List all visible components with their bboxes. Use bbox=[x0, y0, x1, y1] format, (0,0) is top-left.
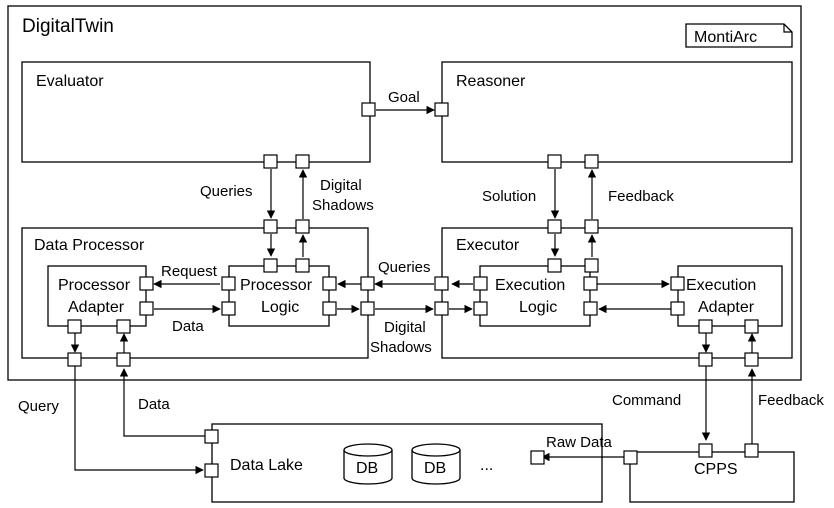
executor-feedback-port bbox=[584, 219, 599, 234]
queries-mid-label: Queries bbox=[378, 259, 431, 276]
execution-logic-label-1: Execution bbox=[495, 277, 565, 294]
logic-request-port bbox=[221, 276, 236, 291]
dp-shadows-out-port bbox=[360, 301, 375, 316]
exec-logic-out-port bbox=[583, 276, 598, 291]
exec-logic-solution-port bbox=[547, 258, 562, 273]
dp-query-port bbox=[67, 352, 82, 367]
digital-shadows-mid-label-2: Shadows bbox=[370, 339, 432, 356]
feedback-label-bottom: Feedback bbox=[758, 392, 824, 409]
data-lake-label: Data Lake bbox=[230, 457, 303, 474]
execution-logic-label-2: Logic bbox=[519, 299, 557, 316]
execution-adapter-label-1: Execution bbox=[686, 277, 756, 294]
adapter-query-port bbox=[67, 319, 82, 334]
data-processor-label: Data Processor bbox=[34, 237, 145, 254]
db-label-2: DB bbox=[424, 460, 446, 477]
executor-command-port bbox=[698, 352, 713, 367]
raw-data-label: Raw Data bbox=[546, 434, 613, 451]
reasoner-label: Reasoner bbox=[456, 73, 526, 90]
exec-adapter-out-port bbox=[670, 301, 685, 316]
reasoner-goal-port bbox=[434, 102, 449, 117]
exec-adapter-command-port bbox=[698, 319, 713, 334]
exec-logic-shadows-port bbox=[473, 301, 488, 316]
logic-data-port bbox=[221, 301, 236, 316]
dp-queries-port bbox=[263, 219, 278, 234]
executor-queries-out-port bbox=[434, 276, 449, 291]
exec-logic-feedback-port bbox=[584, 258, 599, 273]
processor-adapter-label-1: Processor bbox=[58, 277, 131, 294]
solution-label: Solution bbox=[482, 188, 536, 205]
queries-label-top: Queries bbox=[200, 183, 253, 200]
reasoner-box bbox=[441, 61, 793, 163]
cpps-box bbox=[629, 451, 795, 503]
execution-adapter-box bbox=[677, 265, 783, 327]
dp-data-port bbox=[116, 352, 131, 367]
db-cylinder-2: DB bbox=[411, 443, 461, 485]
dp-shadows-port bbox=[295, 219, 310, 234]
db-cylinder-1: DB bbox=[343, 443, 393, 485]
command-label: Command bbox=[612, 392, 681, 409]
query-connector bbox=[74, 366, 204, 475]
execution-logic-box bbox=[479, 265, 591, 327]
processor-logic-label-2: Logic bbox=[261, 299, 299, 316]
evaluator-goal-port bbox=[361, 102, 376, 117]
processor-adapter-label-2: Adapter bbox=[68, 299, 125, 316]
adapter-data-in-port bbox=[116, 319, 131, 334]
evaluator-shadows-port bbox=[295, 154, 310, 169]
exec-logic-queries-port bbox=[473, 276, 488, 291]
execution-adapter-label-2: Adapter bbox=[698, 299, 755, 316]
executor-label: Executor bbox=[456, 237, 520, 254]
ellipsis-label: ... bbox=[480, 457, 493, 474]
evaluator-label: Evaluator bbox=[36, 73, 104, 90]
evaluator-queries-port bbox=[263, 154, 278, 169]
cpps-raw-data-port bbox=[623, 450, 638, 465]
cpps-label: CPPS bbox=[694, 461, 738, 478]
adapter-request-port bbox=[139, 276, 154, 291]
digital-shadows-label-top-2: Shadows bbox=[312, 197, 374, 214]
exec-adapter-feedback-port bbox=[744, 319, 759, 334]
executor-solution-port bbox=[547, 219, 562, 234]
evaluator-box bbox=[21, 61, 371, 163]
exec-adapter-in-port bbox=[670, 276, 685, 291]
cpps-feedback-port bbox=[744, 443, 759, 458]
executor-feedback-port bbox=[744, 352, 759, 367]
datalake-query-port bbox=[204, 463, 219, 478]
digital-shadows-mid-label-1: Digital bbox=[384, 319, 426, 336]
data-outer-label: Data bbox=[138, 396, 170, 413]
processor-logic-label-1: Processor bbox=[240, 277, 313, 294]
logic-queries-port bbox=[263, 258, 278, 273]
montiarc-label: MontiArc bbox=[694, 29, 757, 46]
request-label: Request bbox=[161, 263, 218, 280]
datalake-data-port bbox=[204, 429, 219, 444]
processor-logic-box bbox=[228, 265, 330, 327]
logic-shadows-port bbox=[295, 258, 310, 273]
exec-logic-in-port bbox=[583, 301, 598, 316]
adapter-data-port bbox=[139, 301, 154, 316]
processor-adapter-box bbox=[47, 265, 147, 327]
logic-queries-in-port bbox=[322, 276, 337, 291]
datalake-raw-data-port bbox=[530, 450, 545, 465]
query-label: Query bbox=[18, 398, 59, 415]
feedback-label-top: Feedback bbox=[608, 188, 674, 205]
reasoner-feedback-port bbox=[584, 154, 599, 169]
cpps-command-port bbox=[698, 443, 713, 458]
executor-shadows-in-port bbox=[434, 301, 449, 316]
digital-shadows-label-top-1: Digital bbox=[320, 177, 362, 194]
data-outer-connector bbox=[119, 368, 205, 437]
data-inner-label: Data bbox=[172, 318, 204, 335]
db-label-1: DB bbox=[356, 460, 378, 477]
digitaltwin-title: DigitalTwin bbox=[22, 16, 114, 37]
logic-shadows-out-port bbox=[322, 301, 337, 316]
reasoner-solution-port bbox=[547, 154, 562, 169]
goal-label: Goal bbox=[388, 89, 420, 106]
montiarc-badge bbox=[685, 23, 793, 48]
dp-queries-in-port bbox=[360, 276, 375, 291]
